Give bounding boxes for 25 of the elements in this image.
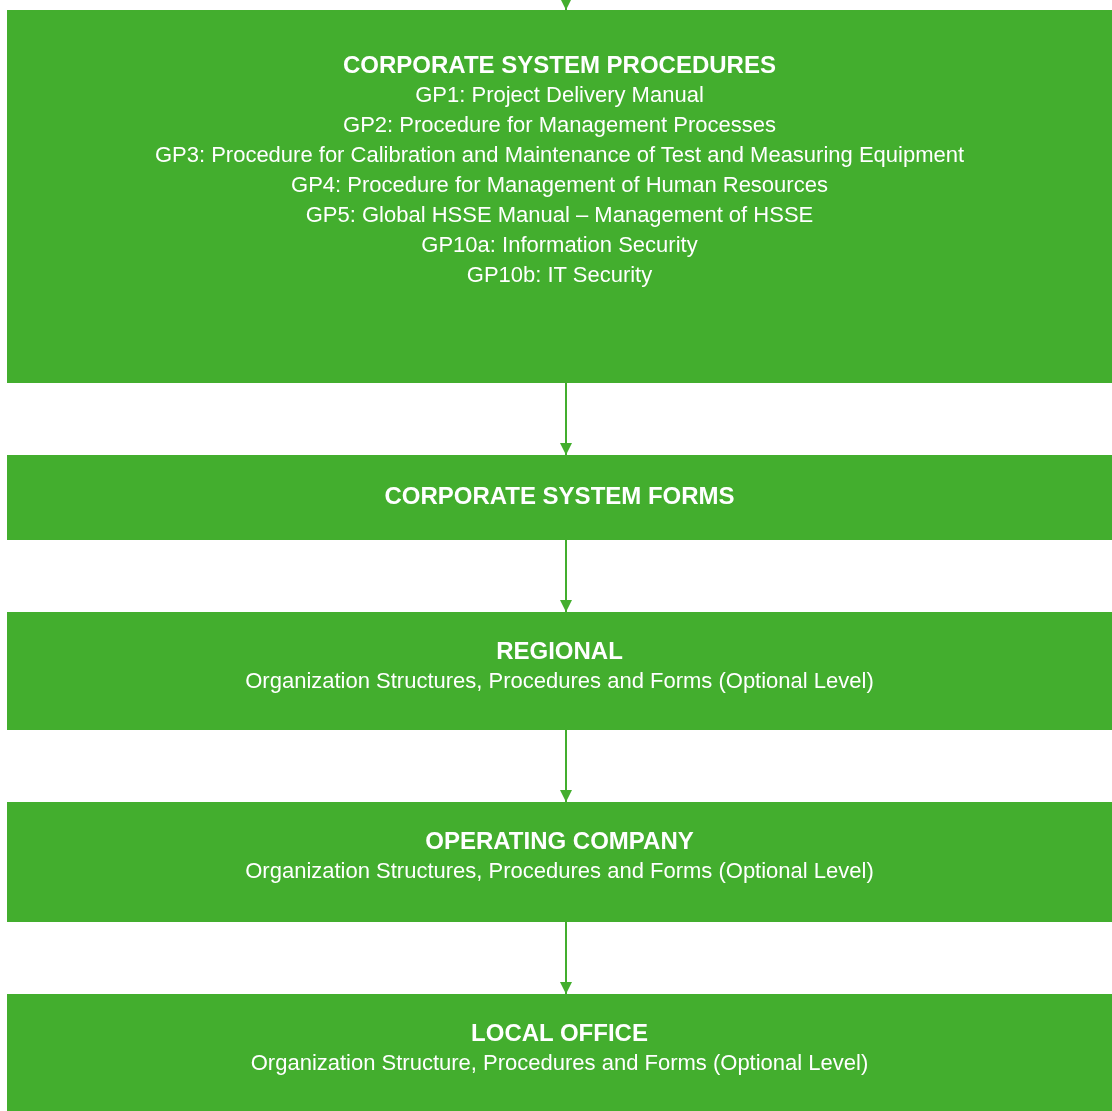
box-heading: CORPORATE SYSTEM PROCEDURES bbox=[343, 50, 776, 80]
box-text: GP10a: Information Security bbox=[421, 231, 698, 259]
box-text: GP3: Procedure for Calibration and Maintenance of Test and Measuring Equipment bbox=[154, 141, 965, 169]
box-text: GP4: Procedure for Management of Human Resources bbox=[291, 171, 828, 199]
box-text: GP1: Project Delivery Manual bbox=[415, 81, 704, 109]
box-text: GP2: Procedure for Management Processes bbox=[343, 111, 776, 139]
box-text: Organization Structures, Procedures and Forms (Optional Level) bbox=[245, 857, 874, 885]
arrow bbox=[560, 729, 572, 803]
box-text: Organization Structures, Procedures and Forms (Optional Level) bbox=[245, 667, 874, 695]
box-heading: REGIONAL bbox=[496, 636, 623, 666]
arrow bbox=[560, 921, 572, 995]
box-heading: LOCAL OFFICE bbox=[471, 1018, 648, 1048]
process-box bbox=[7, 612, 1112, 730]
arrow bbox=[560, 539, 572, 613]
box-text: GP10b: IT Security bbox=[466, 261, 653, 289]
process-box bbox=[7, 802, 1112, 922]
box-heading: CORPORATE SYSTEM FORMS bbox=[384, 481, 735, 511]
arrow bbox=[560, 0, 572, 11]
box-text: Organization Structure, Procedures and Forms (Optional Level) bbox=[250, 1049, 869, 1077]
arrow bbox=[560, 382, 572, 456]
process-box bbox=[7, 994, 1112, 1111]
box-heading: OPERATING COMPANY bbox=[425, 826, 694, 856]
process-box bbox=[7, 10, 1112, 383]
box-text: GP5: Global HSSE Manual – Management of HSSE bbox=[305, 201, 814, 229]
process-box bbox=[7, 455, 1112, 540]
